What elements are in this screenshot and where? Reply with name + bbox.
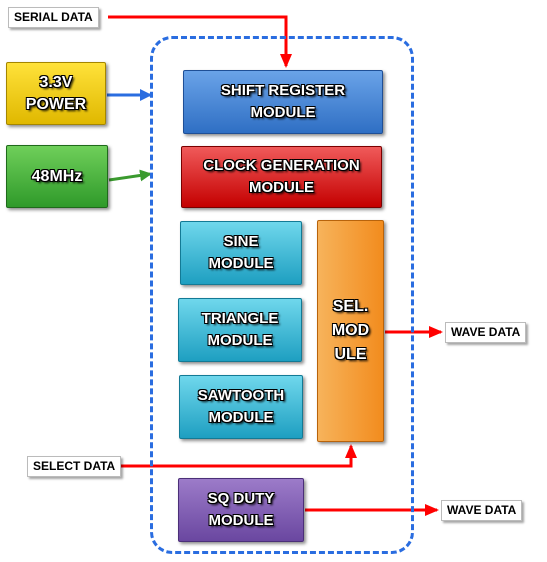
triangle-module: TRIANGLE MODULE	[178, 298, 302, 362]
sq-duty-module: SQ DUTY MODULE	[178, 478, 304, 542]
power-source: 3.3V POWER	[6, 62, 106, 125]
sine-module: SINE MODULE	[180, 221, 302, 285]
clock-source: 48MHz	[6, 145, 108, 208]
select-data-arrow	[121, 444, 357, 468]
wave-data-label-sq: WAVE DATA	[441, 500, 523, 521]
sel-module: SEL. MOD ULE	[317, 220, 384, 442]
clock-generation-module: CLOCK GENERATION MODULE	[181, 146, 382, 208]
serial-data-label: SERIAL DATA	[8, 7, 99, 28]
sawtooth-module: SAWTOOTH MODULE	[179, 375, 303, 439]
system-boundary	[150, 36, 414, 554]
clock-arrow	[108, 169, 152, 182]
serial-data-arrow	[108, 15, 292, 68]
wave-data-label-sel: WAVE DATA	[445, 322, 527, 343]
select-data-label: SELECT DATA	[27, 456, 122, 477]
shift-register-module: SHIFT REGISTER MODULE	[183, 70, 383, 134]
